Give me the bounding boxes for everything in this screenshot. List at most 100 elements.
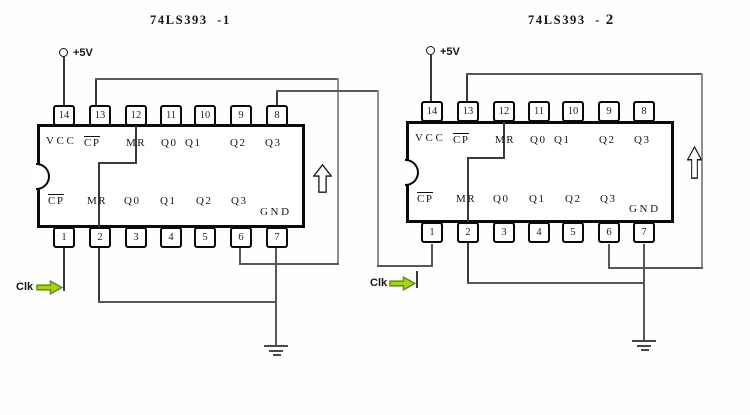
chip1-pin-5: 5 — [194, 227, 216, 248]
chip2-title-prefix: 74LS393 - — [528, 13, 606, 27]
chip2-pin-12: 12 — [493, 101, 515, 122]
chip1-label-gnd: GND — [260, 206, 292, 218]
interchip-top-wire — [276, 90, 379, 92]
chip2-mr-link-wire — [467, 157, 505, 159]
chip1-mr-link-wire — [98, 162, 137, 164]
chip2-label-mr-bottom: MR — [456, 193, 477, 205]
chip2-pin-1: 1 — [421, 222, 443, 243]
chip2-pin-6: 6 — [598, 222, 620, 243]
chip2-pin1-stub-wire — [431, 244, 433, 267]
chip2-pin-5: 5 — [562, 222, 584, 243]
chip1-label-q2-top: Q2 — [230, 137, 247, 149]
chip2-clk-label: Clk — [370, 277, 388, 289]
chip1-pin6-stub-wire — [239, 248, 241, 264]
interchip-bottom-wire — [377, 265, 433, 267]
chip2-clk-arrow-icon — [389, 275, 417, 292]
chip2-label-q0-top: Q0 — [530, 134, 547, 146]
chip2-cascade-bottom-wire — [608, 267, 703, 269]
chip2-pin-11: 11 — [528, 101, 550, 122]
chip1-label-vcc-top: VCC — [46, 135, 77, 147]
chip2-pin-8: 8 — [633, 101, 655, 122]
chip2-title: 74LS393 - 2 — [528, 12, 613, 29]
chip1-cascade-top-wire — [95, 78, 339, 80]
chip2-label-q2-top: Q2 — [599, 134, 616, 146]
chip1-pin-7: 7 — [266, 227, 288, 248]
chip1-label-q3-bottom: Q3 — [231, 195, 248, 207]
chip2-pin-2: 2 — [457, 222, 479, 243]
chip2-pin-10: 10 — [562, 101, 584, 122]
chip1-label-q3-top: Q3 — [265, 137, 282, 149]
chip1-label-q0-top: Q0 — [161, 137, 178, 149]
chip1-label-q0-bottom: Q0 — [124, 195, 141, 207]
chip2-label-mr-top: MR — [495, 134, 516, 146]
chip1-cascade-bottom-wire — [239, 263, 339, 265]
chip2-pin12-mr-wire — [503, 121, 505, 159]
chip1-pin-1: 1 — [53, 227, 75, 248]
chip1-label-mr-top: MR — [126, 137, 147, 149]
chip1-cascade-right-wire — [337, 78, 339, 265]
chip2-pin6-stub-wire — [608, 244, 610, 268]
chip1-pin-9: 9 — [230, 105, 252, 126]
chip2-cascade-right-wire — [701, 73, 703, 269]
chip2-title-number: 2 — [605, 12, 614, 28]
chip2-pin7-ground-wire — [643, 244, 645, 342]
chip2-pin-7: 7 — [633, 222, 655, 243]
chip1-flow-arrow-icon — [312, 163, 333, 193]
chip1-body — [37, 124, 305, 228]
chip2-pin-3: 3 — [493, 222, 515, 243]
chip2-pin-14: 14 — [421, 101, 443, 122]
chip1-pin13-stub-wire — [95, 79, 97, 106]
chip2-label-q1-bottom: Q1 — [529, 193, 546, 205]
chip2-cascade-top-wire — [466, 73, 703, 75]
chip2-flow-arrow-icon — [686, 145, 703, 179]
chip1-supply-label: +5V — [73, 47, 93, 59]
chip2-pin-9: 9 — [598, 101, 620, 122]
chip1-label-cp-bottom: CP — [48, 194, 65, 207]
chip1-title: 74LS393 -1 — [150, 13, 231, 27]
chip2-label-q2-bottom: Q2 — [565, 193, 582, 205]
chip1-label-q1-top: Q1 — [185, 137, 202, 149]
chip1-label-q1-bottom: Q1 — [160, 195, 177, 207]
chip1-mr-ground-wire — [98, 301, 277, 303]
chip2-pin-4: 4 — [528, 222, 550, 243]
chip2-pin-13: 13 — [457, 101, 479, 122]
chip2-clk-tick-wire — [416, 271, 418, 288]
chip2-body — [406, 121, 674, 223]
chip1-pin-11: 11 — [160, 105, 182, 126]
chip2-label-q0-bottom: Q0 — [493, 193, 510, 205]
chip1-pin-10: 10 — [194, 105, 216, 126]
chip1-clk-label: Clk — [16, 281, 34, 293]
chip2-label-gnd: GND — [629, 203, 661, 215]
chip2-label-cp-bottom: CP — [417, 192, 434, 205]
chip1-pin-3: 3 — [125, 227, 147, 248]
chip1-label-mr-bottom: MR — [87, 195, 108, 207]
chip1-pin-6: 6 — [230, 227, 252, 248]
chip1-vcc-wire — [63, 57, 65, 106]
chip1-label-q2-bottom: Q2 — [196, 195, 213, 207]
chip2-pin2-mr-wire — [467, 157, 469, 284]
chip2-vcc-wire — [430, 55, 432, 102]
chip1-pin-14: 14 — [53, 105, 75, 126]
chip1-pin-13: 13 — [89, 105, 111, 126]
chip2-supply-label: +5V — [440, 46, 460, 58]
interchip-vertical-wire — [377, 90, 379, 267]
chip1-supply-terminal-icon — [59, 48, 68, 57]
chip1-label-cp-top: CP — [84, 136, 101, 149]
chip1-pin12-mr-wire — [135, 124, 137, 164]
chip1-pin-8: 8 — [266, 105, 288, 126]
chip2-label-cp-top: CP — [453, 133, 470, 146]
chip2-pin13-stub-wire — [466, 74, 468, 102]
chip2-label-q1-top: Q1 — [554, 134, 571, 146]
chip2-label-vcc-top: VCC — [415, 132, 446, 144]
chip2-mr-ground-wire — [467, 282, 645, 284]
chip2-label-q3-bottom: Q3 — [600, 193, 617, 205]
chip1-clk-wire — [63, 248, 65, 291]
chip2-label-q3-top: Q3 — [634, 134, 651, 146]
chip1-pin7-ground-wire — [275, 248, 277, 347]
chip1-pin-12: 12 — [125, 105, 147, 126]
chip1-pin8-stub-wire — [276, 91, 278, 106]
chip1-clk-arrow-icon — [36, 279, 64, 296]
chip1-pin-4: 4 — [160, 227, 182, 248]
chip1-pin-2: 2 — [89, 227, 111, 248]
